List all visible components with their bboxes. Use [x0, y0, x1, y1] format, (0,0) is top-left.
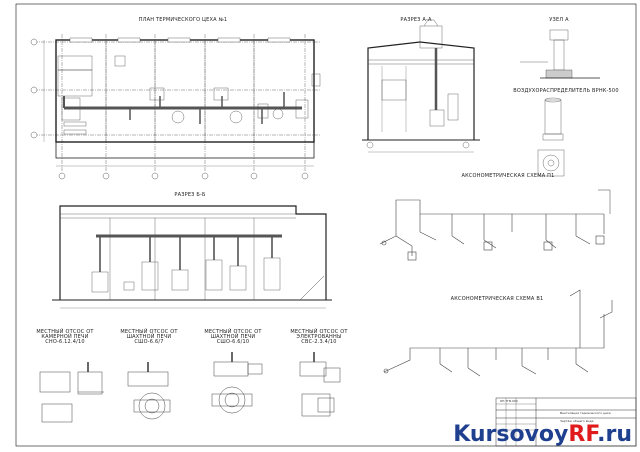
exhaust-detail-1-title: МЕСТНЫЙ ОТСОС ОТ КАМЕРНОЙ ПЕЧИ СНО-6.12.…: [36, 329, 94, 345]
section-aa-view: [362, 19, 480, 153]
exhaust-detail-4-title: МЕСТНЫЙ ОТСОС ОТ ЭЛЕКТРОВАННЫ СВС-2.3.4/…: [290, 329, 348, 345]
title-block-doc-code: КП.ТГВ.000: [500, 399, 518, 403]
watermark-part-1: Kursovoy: [453, 422, 569, 447]
node-a-title: УЗЕЛ А: [549, 17, 569, 23]
plan-axis-markers: [30, 38, 309, 180]
axonometric-p1-view: [379, 189, 611, 261]
exhaust-detail-4: [299, 352, 341, 417]
title-block-frame: [495, 397, 637, 447]
exhaust-detail-2-title: МЕСТНЫЙ ОТСОС ОТ ШАХТНОЙ ПЕЧИ СШО-6.6/7: [120, 329, 178, 345]
plan-title: ПЛАН ТЕРМИЧЕСКОГО ЦЕХА №1: [138, 17, 228, 23]
watermark-part-3: .ru: [597, 422, 632, 447]
title-block-line-1: Вентиляция термического цеха: [560, 411, 611, 415]
axonometric-v1-title: АКСОНОМЕТРИЧЕСКАЯ СХЕМА В1: [450, 296, 544, 302]
sheet-frame: [15, 3, 637, 447]
exhaust-detail-3-title: МЕСТНЫЙ ОТСОС ОТ ШАХТНОЙ ПЕЧИ СШО-6.6/10: [204, 329, 262, 345]
section-aa-title: РАЗРЕЗ А-А: [400, 17, 432, 23]
axonometric-v1-view: [383, 289, 613, 377]
air-distributor-title: ВОЗДУХОРАСПРЕДЕЛИТЕЛЬ ВРНК-500: [513, 88, 619, 94]
section-bb-view: [52, 205, 332, 309]
kursovoyrf-watermark[interactable]: KursovoyRF.ru: [453, 422, 632, 448]
exhaust-detail-3: [211, 352, 263, 414]
title-block-line-2: Чертёж общего вида: [560, 419, 594, 423]
exhaust-detail-2: [127, 362, 171, 420]
plan-view: [34, 34, 321, 172]
section-bb-title: РАЗРЕЗ Б-Б: [174, 192, 206, 198]
exhaust-detail-1: [39, 362, 104, 423]
air-distributor-view: [537, 97, 565, 177]
node-a-view: [520, 29, 600, 79]
watermark-part-2: RF: [568, 422, 598, 447]
axonometric-p1-title: АКСОНОМЕТРИЧЕСКАЯ СХЕМА П1: [461, 173, 555, 179]
